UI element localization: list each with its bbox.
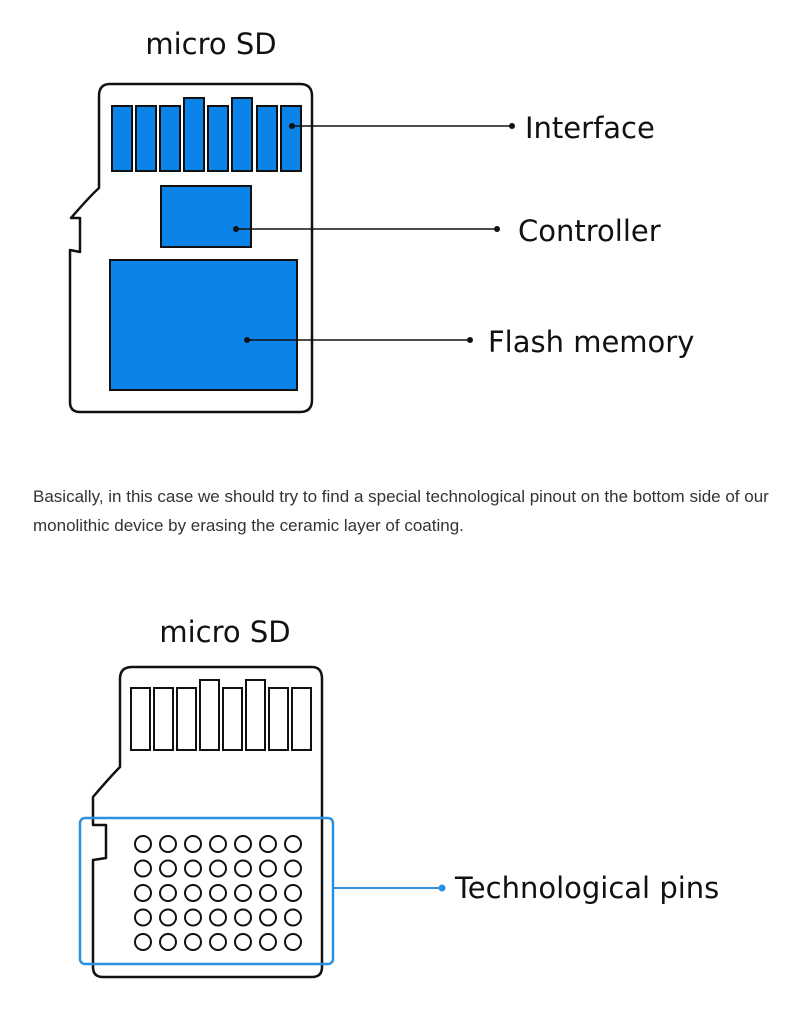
interface-label: Interface [525, 111, 655, 145]
controller-leader [233, 226, 500, 232]
technological-pin [234, 835, 252, 853]
interface-contacts [111, 97, 302, 172]
technological-pin [134, 859, 152, 878]
flash-memory-label: Flash memory [488, 325, 694, 359]
flash-memory-chip [109, 259, 298, 391]
technological-pin [284, 933, 302, 951]
technological-pin [209, 859, 227, 878]
interface-contacts [130, 679, 312, 751]
interface-contact [231, 97, 253, 172]
pins-leader [333, 884, 446, 892]
technological-pin [184, 835, 202, 853]
technological-pin [259, 835, 277, 853]
microsd-components-diagram: micro SD Interface Controller Flash memo… [0, 0, 803, 440]
technological-pin [184, 884, 202, 902]
interface-contact [159, 105, 181, 172]
interface-contact [135, 105, 157, 172]
interface-contact [222, 687, 243, 751]
technological-pin [209, 933, 227, 951]
interface-contact [111, 105, 133, 172]
technological-pin [159, 884, 177, 902]
technological-pin [284, 884, 302, 902]
flash-leader [244, 337, 473, 343]
technological-pin [159, 835, 177, 853]
technological-pin [234, 859, 252, 878]
technological-pin [134, 908, 152, 927]
technological-pin [184, 908, 202, 927]
technological-pin [284, 835, 302, 853]
controller-chip [160, 185, 252, 248]
technological-pin [184, 859, 202, 878]
technological-pin [284, 859, 302, 878]
technological-pin [234, 908, 252, 927]
diagram-title: micro SD [159, 615, 290, 649]
technological-pin [259, 859, 277, 878]
diagram-title: micro SD [145, 27, 276, 61]
technological-pin [134, 835, 152, 853]
technological-pin [259, 933, 277, 951]
pins-highlight-box [78, 816, 335, 966]
body-paragraph: Basically, in this case we should try to… [33, 487, 769, 535]
technological-pin [159, 859, 177, 878]
technological-pin [159, 908, 177, 927]
microsd-components-svg: micro SD Interface Controller Flash memo… [68, 27, 694, 414]
interface-contact [268, 687, 289, 751]
technological-pin [234, 933, 252, 951]
interface-leader [289, 123, 515, 129]
interface-contact [130, 687, 151, 751]
technological-pin [234, 884, 252, 902]
technological-pin [134, 933, 152, 951]
technological-pin [134, 884, 152, 902]
technological-pin [209, 908, 227, 927]
interface-contact [183, 97, 205, 172]
interface-contact [176, 687, 197, 751]
microsd-pins-diagram: micro SD Technological pins [0, 600, 803, 1015]
technological-pin [209, 835, 227, 853]
interface-contact [245, 679, 266, 751]
microsd-pins-svg: micro SD Technological pins [78, 615, 719, 979]
technological-pin [209, 884, 227, 902]
interface-contact [291, 687, 312, 751]
technological-pin [184, 933, 202, 951]
controller-label: Controller [518, 214, 661, 248]
technological-pin [259, 908, 277, 927]
interface-contact [256, 105, 278, 172]
interface-contact [207, 105, 229, 172]
interface-contact [280, 105, 302, 172]
technological-pin [159, 933, 177, 951]
interface-contact [153, 687, 174, 751]
technological-pin-grid [134, 835, 302, 951]
technological-pins-label: Technological pins [454, 871, 719, 905]
interface-contact [199, 679, 220, 751]
technological-pin [284, 908, 302, 927]
technological-pin [259, 884, 277, 902]
